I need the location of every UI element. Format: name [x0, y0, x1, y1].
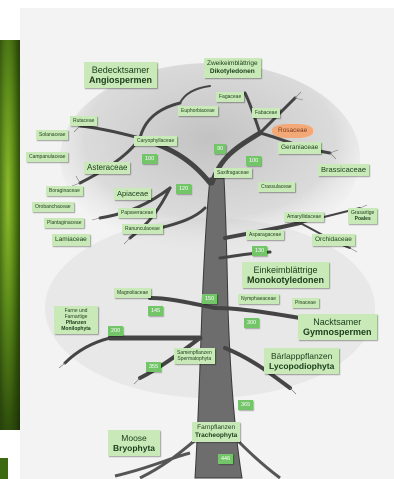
group-angiosperms: Bedecktsamer Angiospermen	[84, 62, 157, 88]
group-lycopods: Bärlapppflanzen Lycopodiophyta	[264, 348, 339, 374]
family-lamiaceae: Lamiaceae	[52, 234, 90, 246]
age-marker: 130	[252, 246, 267, 256]
family-campanulaceae: Campanulaceae	[26, 152, 68, 162]
family-orchidaceae: Orchidaceae	[312, 234, 355, 246]
family-euphorbiaceae: Euphorbiaceae	[178, 106, 218, 116]
family-solanaceae: Solanaceae	[36, 130, 68, 140]
phylogenetic-tree-diagram: Bedecktsamer Angiospermen Zweikeimblättr…	[20, 8, 394, 479]
group-mosses: Moose Bryophyta	[108, 430, 160, 456]
family-caryophyllaceae: Caryophyllaceae	[134, 136, 177, 146]
age-marker: 446	[218, 454, 233, 464]
family-asparagaceae: Asparagaceae	[246, 230, 284, 240]
family-brassicaceae: Brassicaceae	[318, 164, 369, 176]
family-orobanchaceae: Orobanchaceae	[32, 202, 74, 212]
group-gymnosperms: Nacktsamer Gymnospermen	[298, 314, 377, 340]
family-rutaceae: Rutaceae	[70, 116, 97, 126]
age-marker: 365	[238, 400, 253, 410]
group-spermatophyta: Samenpflanzen Spermatophyta	[174, 348, 215, 364]
family-nymphaeaceae: Nymphaeaceae	[238, 294, 279, 304]
family-ranunculaceae: Ranunculaceae	[122, 224, 163, 234]
family-crassulaceae: Crassulaceae	[258, 182, 295, 192]
family-plantaginaceae: Plantaginaceae	[44, 218, 84, 228]
age-marker: 100	[142, 154, 157, 164]
family-pinaceae: Pinaceae	[292, 298, 319, 308]
group-grasses: Grasartige Poales	[348, 208, 377, 224]
age-marker: 120	[176, 184, 191, 194]
family-magnoliaceae: Magnoliaceae	[114, 288, 151, 298]
age-marker: 100	[246, 156, 261, 166]
family-apiaceae: Apiaceae	[114, 188, 151, 200]
age-marker: 300	[244, 318, 259, 328]
family-fabaceae: Fabaceae	[252, 108, 280, 118]
group-ferns: Farnpflanzen Tracheophyta	[192, 422, 240, 442]
family-papaveraceae: Papaveraceae	[118, 208, 156, 218]
group-ferns-allies: Farne und Farnartige Pflanzen Monilophyt…	[54, 306, 98, 334]
background-photo-corner	[0, 458, 8, 479]
group-dicots: Zweikeimblättrige Dikotyledonen	[204, 58, 261, 78]
family-amaryllidaceae: Amaryllidaceae	[284, 212, 324, 222]
age-marker: 355	[146, 362, 161, 372]
age-marker: 150	[202, 294, 217, 304]
age-marker: 145	[148, 306, 163, 316]
group-monocots: Einkeimblättrige Monokotyledonen	[242, 262, 329, 288]
family-rosaceae: Rosaceae	[272, 124, 313, 138]
family-geraniaceae: Geraniaceae	[278, 142, 321, 154]
family-fagaceae: Fagaceae	[216, 92, 244, 102]
family-boraginaceae: Boraginaceae	[46, 186, 83, 196]
family-asteraceae: Asteraceae	[84, 162, 130, 174]
age-marker: 200	[108, 326, 123, 336]
family-saxifragaceae: Saxifragaceae	[214, 168, 252, 178]
age-marker: 90	[214, 144, 226, 154]
background-photo-strip	[0, 40, 20, 430]
